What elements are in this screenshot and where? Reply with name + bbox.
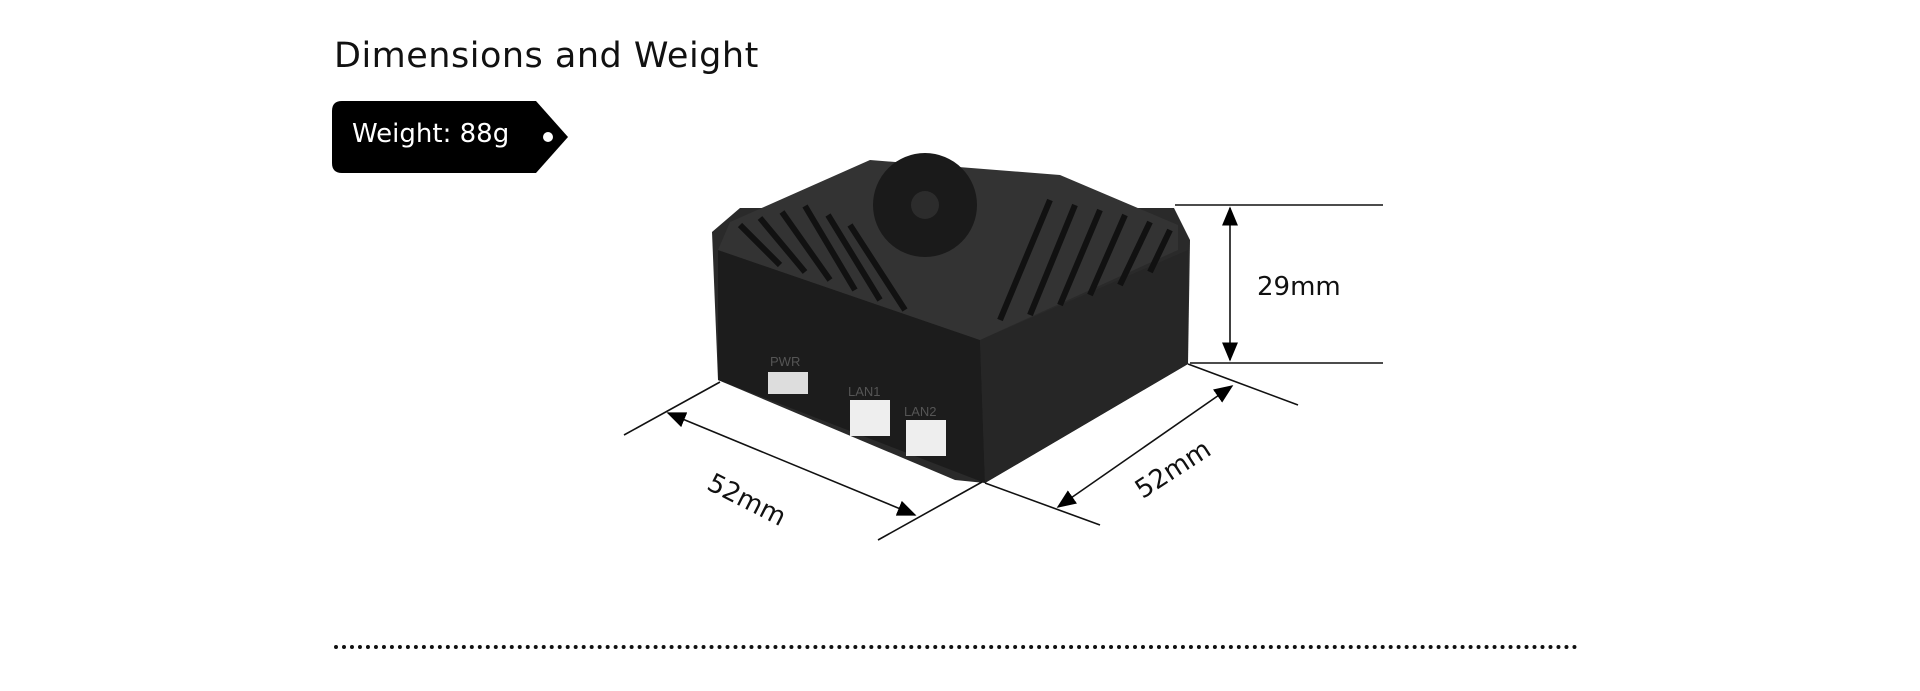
dotted-divider xyxy=(334,645,1578,649)
height-dimension: 29mm xyxy=(1257,272,1341,302)
port-label-pwr: PWR xyxy=(770,354,800,369)
lan1-port xyxy=(850,400,890,436)
tag-shape xyxy=(332,101,568,173)
weight-value: 88g xyxy=(459,119,510,149)
device-body: PWR LAN1 LAN2 xyxy=(712,153,1190,483)
port-label-lan2: LAN2 xyxy=(904,404,937,419)
pwr-port xyxy=(768,372,808,394)
page-title: Dimensions and Weight xyxy=(334,36,759,76)
port-label-lan1: LAN1 xyxy=(848,384,881,399)
weight-label: Weight: xyxy=(352,119,452,149)
lan2-port xyxy=(906,420,946,456)
weight-tag: Weight: 88g xyxy=(332,101,568,173)
dimension-lines xyxy=(623,204,1383,541)
tag-hole-icon xyxy=(543,132,553,142)
